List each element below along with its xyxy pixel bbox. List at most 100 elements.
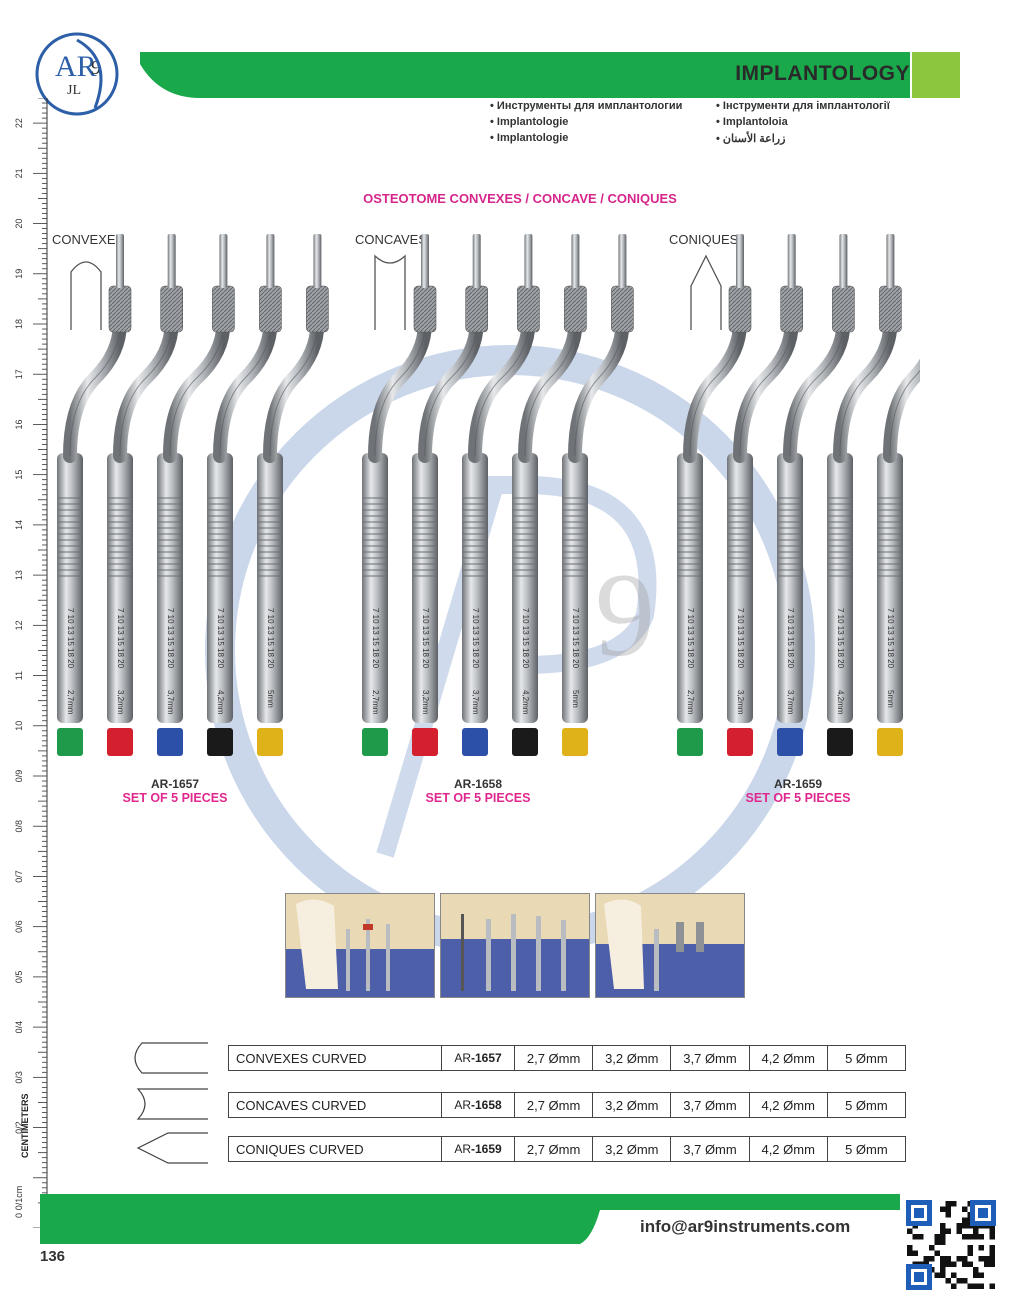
- osteotome: 7 10 13 15 18 20 5mm: [562, 234, 634, 756]
- row-size: 4,2 Ømm: [748, 1137, 827, 1161]
- size-mark-text: 3,7mm: [471, 690, 480, 715]
- product-section-title: OSTEOTOME CONVEXES / CONCAVE / CONIQUES: [363, 191, 677, 206]
- convex-curved-shape-icon: [134, 1042, 208, 1074]
- row-size: 3,2 Ømm: [592, 1137, 670, 1161]
- row-size: 3,2 Ømm: [592, 1046, 670, 1070]
- subtitle-fr: Implantologie: [490, 116, 569, 128]
- footer-bar: [40, 1194, 900, 1244]
- depth-scale-text: 7 10 13 15 18 20: [421, 608, 430, 669]
- section-heading: IMPLANTOLOGY: [735, 62, 910, 85]
- ruler-label: 22: [14, 118, 24, 128]
- color-ring: [562, 728, 588, 756]
- size-mark-text: 2,7mm: [686, 690, 695, 715]
- size-mark-text: 4,2mm: [216, 690, 225, 715]
- depth-scale-text: 7 10 13 15 18 20: [471, 608, 480, 669]
- row-size: 5 Ømm: [826, 1137, 905, 1161]
- color-ring: [412, 728, 438, 756]
- row-code: AR-1657: [441, 1046, 514, 1070]
- osteotome: 7 10 13 15 18 20 3,7mm: [157, 234, 235, 756]
- row-size: 3,7 Ømm: [670, 1093, 748, 1117]
- depth-scale-text: 7 10 13 15 18 20: [266, 608, 275, 669]
- row-size: 5 Ømm: [826, 1046, 905, 1070]
- ruler-unit-label: CENTIMETERS: [20, 1093, 30, 1158]
- size-mark-text: 2,7mm: [66, 690, 75, 715]
- row-size: 2,7 Ømm: [514, 1046, 592, 1070]
- row-code: AR-1658: [441, 1093, 514, 1117]
- header-bar: [140, 52, 960, 98]
- color-ring: [877, 728, 903, 756]
- row-name: CONCAVES CURVED: [236, 1097, 367, 1113]
- qr-code[interactable]: [904, 1198, 998, 1292]
- osteotome: 7 10 13 15 18 20 4,2mm: [827, 234, 902, 756]
- osteotome: 7 10 13 15 18 202,7mm: [677, 234, 752, 756]
- group-label-convexes: CONVEXES: [52, 232, 125, 247]
- color-ring: [207, 728, 233, 756]
- subtitle-ru: Инструменты для имплантологии: [490, 100, 682, 112]
- size-mark-text: 4,2mm: [521, 690, 530, 715]
- conical-curved-shape-icon: [136, 1132, 208, 1164]
- group-label-concaves: CONCAVES: [355, 232, 427, 247]
- product-code-1659: AR-1659: [773, 777, 823, 791]
- osteotome: 7 10 13 15 18 203,2mm: [107, 234, 183, 756]
- color-ring: [677, 728, 703, 756]
- color-ring: [462, 728, 488, 756]
- ruler-label: 0/8: [14, 820, 24, 833]
- svg-text:9: 9: [91, 57, 101, 79]
- osteotome: 7 10 13 15 18 20 3,2mm: [727, 234, 804, 756]
- depth-scale-text: 7 10 13 15 18 20: [216, 608, 225, 669]
- row-size: 4,2 Ømm: [748, 1093, 827, 1117]
- ruler-label: 19: [14, 269, 24, 279]
- contact-email-link[interactable]: info@ar9instruments.com: [640, 1217, 851, 1236]
- concave-profile-icon: [374, 254, 406, 330]
- ruler-label: 18: [14, 319, 24, 329]
- row-code: AR-1659: [441, 1137, 514, 1161]
- product-code-1658: AR-1658: [453, 777, 503, 791]
- ruler-label: 0/3: [14, 1071, 24, 1084]
- row-size: 2,7 Ømm: [514, 1093, 592, 1117]
- osteotome: 7 10 13 15 18 20 3,7mm: [462, 234, 540, 756]
- color-ring: [362, 728, 388, 756]
- depth-scale-text: 7 10 13 15 18 20: [571, 608, 580, 669]
- color-ring: [727, 728, 753, 756]
- table-row-coniques: CONIQUES CURVED AR-1659 2,7 Ømm 3,2 Ømm …: [228, 1136, 906, 1162]
- ruler-label: 11: [14, 671, 24, 680]
- color-ring: [777, 728, 803, 756]
- size-mark-text: 3,7mm: [166, 690, 175, 715]
- color-ring: [107, 728, 133, 756]
- logo-letters: AR: [55, 50, 97, 83]
- row-size: 3,7 Ømm: [670, 1046, 748, 1070]
- ruler-label: 17: [14, 369, 24, 379]
- depth-scale-text: 7 10 13 15 18 20: [836, 608, 845, 669]
- osteotome: 7 10 13 15 18 203,7mm: [777, 234, 855, 756]
- size-mark-text: 5mm: [571, 690, 580, 708]
- table-row-convexes: CONVEXES CURVED AR-1657 2,7 Ømm 3,2 Ømm …: [228, 1045, 906, 1071]
- clinical-image-conical: [595, 893, 745, 998]
- set-label-1658: SET OF 5 PIECES: [425, 791, 531, 805]
- ruler-label: 16: [14, 419, 24, 429]
- clinical-image-concave: [440, 893, 590, 998]
- color-ring: [827, 728, 853, 756]
- row-size: 4,2 Ømm: [748, 1046, 827, 1070]
- depth-scale-text: 7 10 13 15 18 20: [116, 608, 125, 669]
- row-size: 5 Ømm: [826, 1093, 905, 1117]
- ruler-label: 0/1cm: [14, 1186, 24, 1211]
- product-code-1657: AR-1657: [150, 777, 200, 791]
- ruler-label: 0/4: [14, 1021, 24, 1034]
- size-mark-text: 3,2mm: [736, 690, 745, 715]
- subtitle-ar: زراعة الأسنان: [716, 132, 786, 145]
- row-size: 3,2 Ømm: [592, 1093, 670, 1117]
- size-mark-text: 4,2mm: [836, 690, 845, 715]
- color-ring: [57, 728, 83, 756]
- ruler-label: 0/9: [14, 770, 24, 783]
- ruler-label: 0/5: [14, 971, 24, 984]
- depth-scale-text: 7 10 13 15 18 20: [786, 608, 795, 669]
- svg-text:9: 9: [595, 548, 655, 681]
- row-name: CONIQUES CURVED: [236, 1141, 364, 1157]
- subtitle-de: Implantologie: [490, 132, 569, 144]
- table-row-concaves: CONCAVES CURVED AR-1658 2,7 Ømm 3,2 Ømm …: [228, 1092, 906, 1118]
- depth-scale-text: 7 10 13 15 18 20: [66, 608, 75, 669]
- color-ring: [157, 728, 183, 756]
